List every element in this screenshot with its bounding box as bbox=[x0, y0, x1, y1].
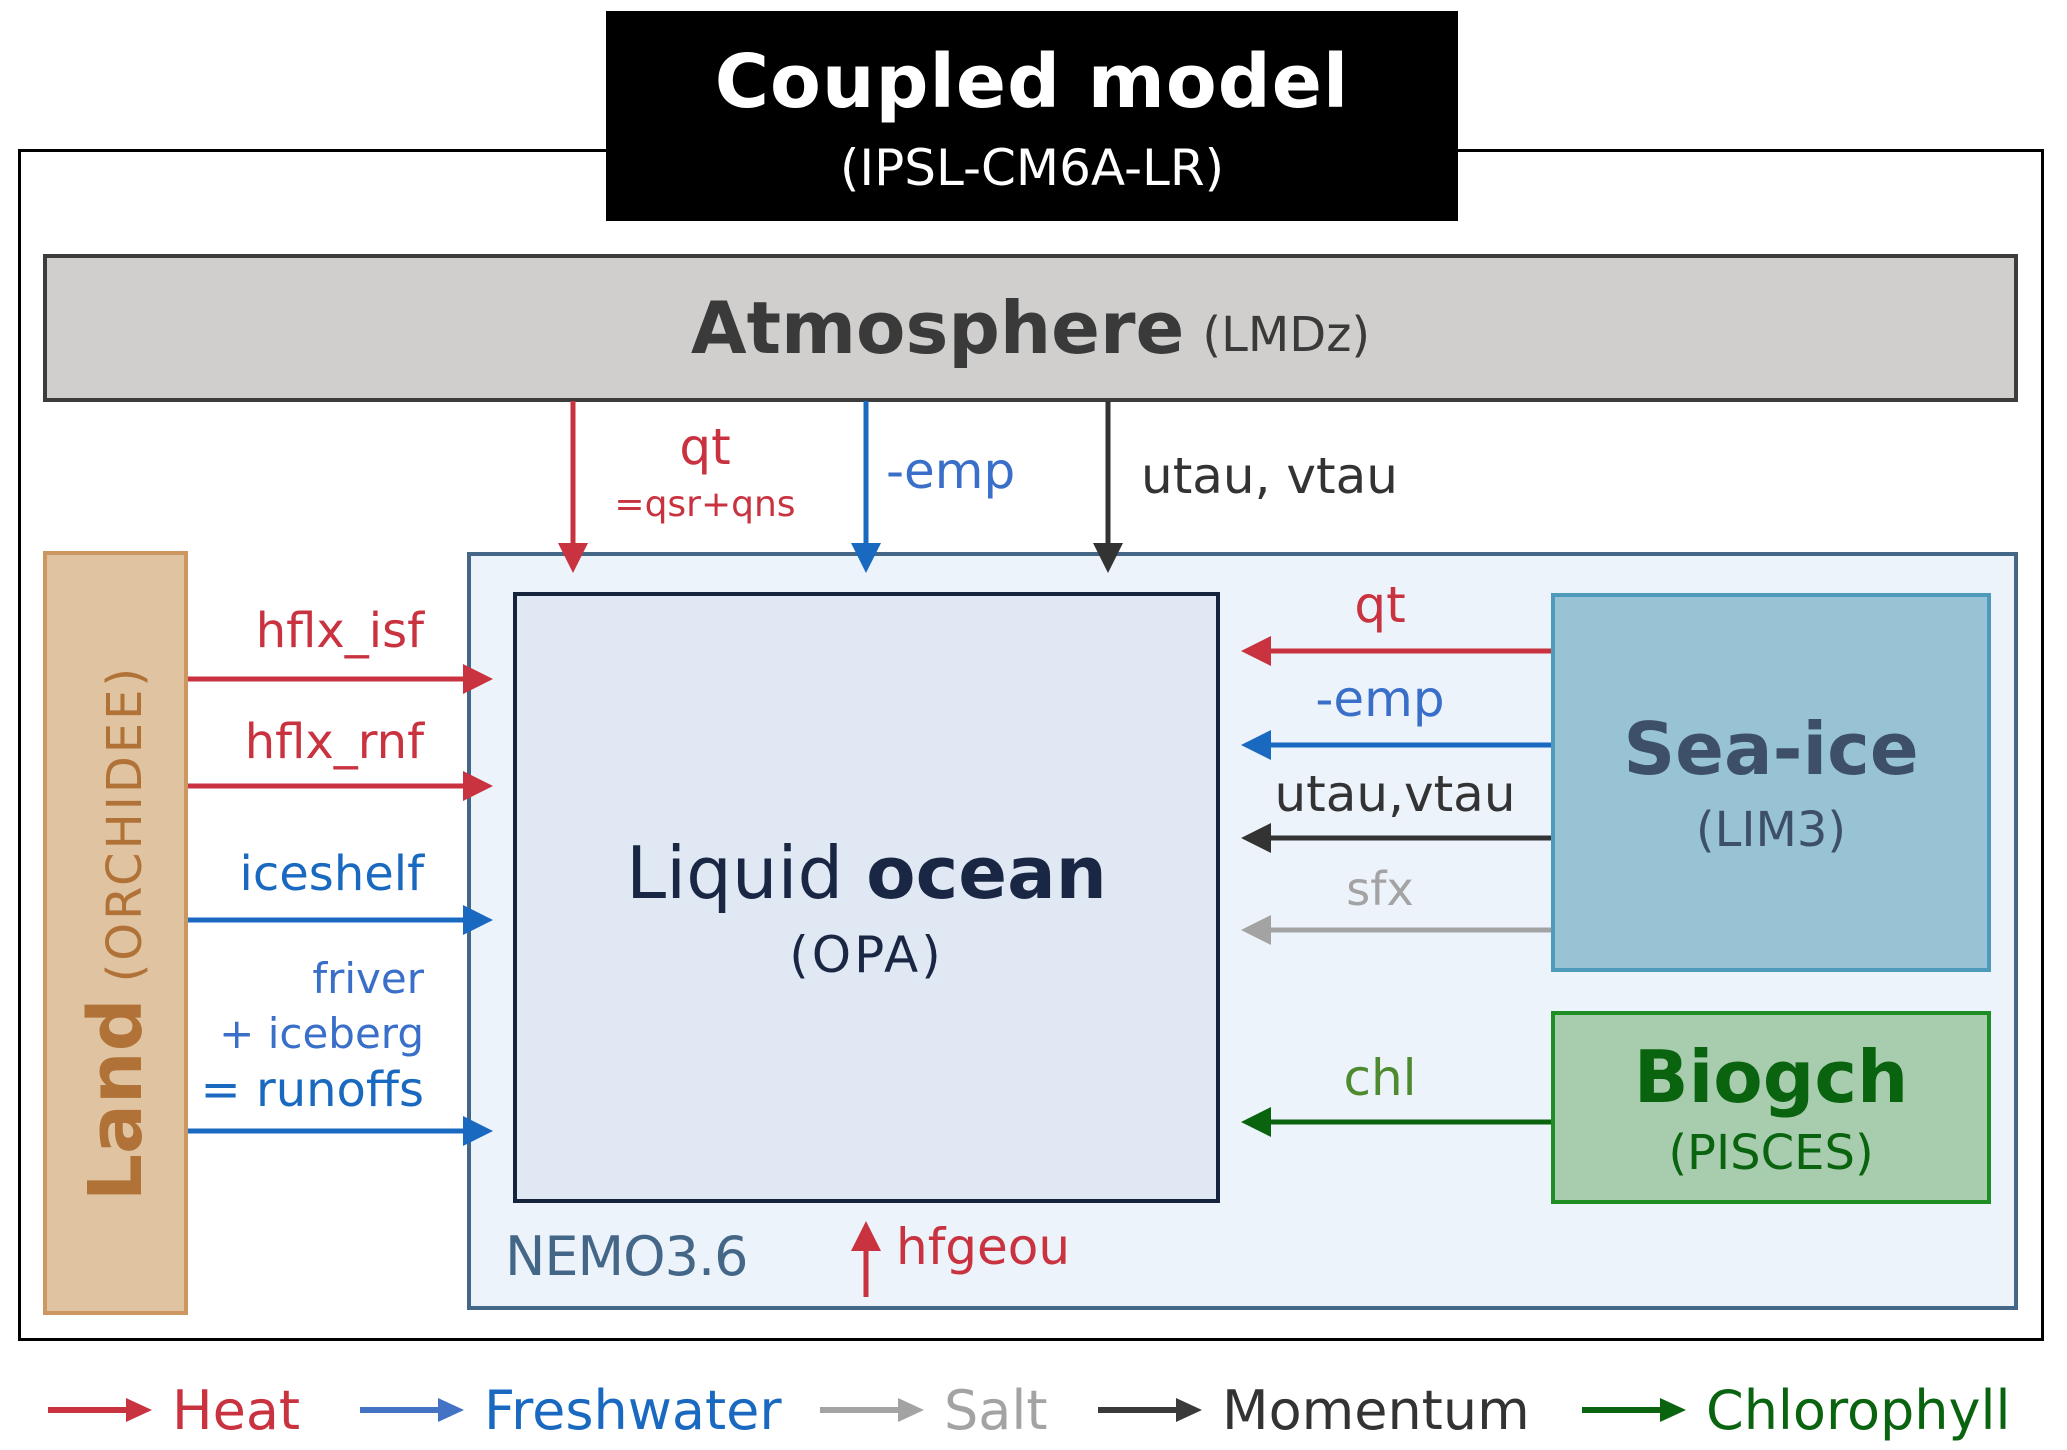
atmosphere-name: Atmosphere bbox=[690, 286, 1185, 370]
legend-item-heat: Heat bbox=[48, 1375, 300, 1445]
biogch-sub: (PISCES) bbox=[1668, 1125, 1874, 1181]
legend-label-freshwater: Freshwater bbox=[484, 1378, 782, 1442]
ocean-name-bold: ocean bbox=[866, 831, 1107, 915]
liquid-ocean-box: Liquid ocean (OPA) bbox=[513, 592, 1220, 1203]
legend-label-momentum: Momentum bbox=[1222, 1378, 1530, 1442]
label-hfgeou: hfgeou bbox=[896, 1218, 1071, 1276]
sea-ice-sub: (LIM3) bbox=[1695, 802, 1847, 858]
label-atmos-qt: qt bbox=[679, 418, 731, 476]
title-box: Coupled model (IPSL-CM6A-LR) bbox=[606, 11, 1458, 221]
label-seaice-qt: qt bbox=[1354, 576, 1406, 634]
label-seaice-utau-vtau: utau,vtau bbox=[1274, 765, 1516, 823]
nemo-label: NEMO3.6 bbox=[505, 1225, 748, 1288]
sea-ice-name: Sea-ice bbox=[1623, 707, 1919, 791]
label-runoffs: = runoffs bbox=[200, 1062, 425, 1118]
legend-arrow-salt-icon bbox=[820, 1398, 924, 1422]
biogch-name: Biogch bbox=[1633, 1035, 1909, 1119]
legend-arrow-heat-icon bbox=[48, 1398, 152, 1422]
legend-item-chlorophyll: Chlorophyll bbox=[1582, 1375, 2011, 1445]
label-friver: friver bbox=[312, 954, 424, 1003]
label-seaice-sfx: sfx bbox=[1346, 862, 1414, 916]
label-chl: chl bbox=[1343, 1049, 1417, 1107]
legend-arrow-chlorophyll-icon bbox=[1582, 1398, 1686, 1422]
label-hflx-isf: hflx_isf bbox=[255, 603, 424, 659]
legend-label-heat: Heat bbox=[172, 1378, 301, 1442]
legend-label-salt: Salt bbox=[944, 1378, 1048, 1442]
title-subtitle: (IPSL-CM6A-LR) bbox=[839, 139, 1225, 197]
legend-label-chlorophyll: Chlorophyll bbox=[1706, 1378, 2011, 1442]
land-box: Land(ORCHIDEE) bbox=[43, 551, 188, 1315]
sea-ice-box: Sea-ice (LIM3) bbox=[1551, 593, 1991, 972]
legend-item-momentum: Momentum bbox=[1098, 1375, 1530, 1445]
label-atmos-utau-vtau: utau, vtau bbox=[1141, 447, 1398, 505]
label-atmos-qt-formula: =qsr+qns bbox=[614, 484, 796, 525]
label-hflx-rnf: hflx_rnf bbox=[244, 714, 424, 770]
title-main: Coupled model bbox=[714, 39, 1350, 125]
legend-arrow-momentum-icon bbox=[1098, 1398, 1202, 1422]
atmosphere-box: Atmosphere (LMDz) bbox=[43, 254, 2018, 402]
label-seaice-emp: -emp bbox=[1315, 670, 1445, 728]
label-atmos-emp: -emp bbox=[886, 442, 1016, 500]
biogch-box: Biogch (PISCES) bbox=[1551, 1011, 1991, 1204]
atmosphere-sub: (LMDz) bbox=[1202, 307, 1371, 363]
legend-arrow-freshwater-icon bbox=[360, 1398, 464, 1422]
ocean-name-light: Liquid bbox=[626, 831, 844, 915]
ocean-sub: (OPA) bbox=[789, 926, 944, 984]
legend-item-salt: Salt bbox=[820, 1375, 1048, 1445]
legend: Heat Freshwater Salt Momentum Chlorophyl… bbox=[0, 1375, 2067, 1445]
label-iceberg: + iceberg bbox=[219, 1009, 424, 1058]
label-iceshelf: iceshelf bbox=[239, 846, 424, 902]
legend-item-freshwater: Freshwater bbox=[360, 1375, 782, 1445]
ocean-name: Liquid ocean bbox=[517, 831, 1216, 915]
